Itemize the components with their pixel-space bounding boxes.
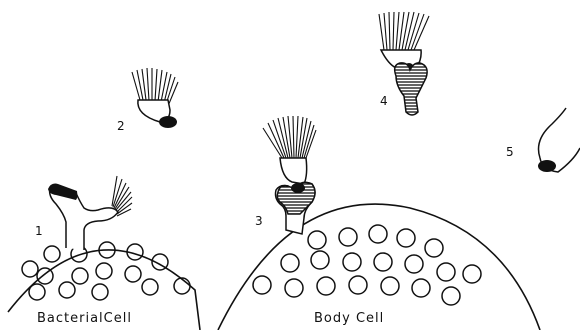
stage-4-hatched-receptor <box>395 63 427 115</box>
stage-4-fringe <box>379 12 429 50</box>
bacterial-cell-label: BacterialCell <box>37 311 132 326</box>
bacterial-cell: BacterialCell <box>8 242 200 330</box>
stage-3-black-tip <box>291 183 305 193</box>
body-cell-label: Body Cell <box>314 311 384 326</box>
stage-1-label: 1 <box>35 224 43 238</box>
stage-3-body <box>280 158 307 184</box>
body-cell: Body Cell <box>218 204 540 330</box>
stage-2-label: 2 <box>117 119 125 133</box>
stage-2-black-tip <box>159 116 177 128</box>
stage-5-fragment: 5 <box>506 108 580 172</box>
stage-1-bound-complex: 1 <box>35 176 132 250</box>
stage-5-black-tip <box>538 160 556 172</box>
stage-5-label: 5 <box>506 145 514 159</box>
stage-4-label: 4 <box>380 94 388 108</box>
stage-3-bound-complex: 3 <box>255 116 316 234</box>
stage-3-fringe <box>263 116 316 158</box>
stage-3-label: 3 <box>255 214 263 228</box>
stage-4-detached-complex: 4 <box>379 12 429 115</box>
stage-2-free-complement: 2 <box>117 68 178 133</box>
